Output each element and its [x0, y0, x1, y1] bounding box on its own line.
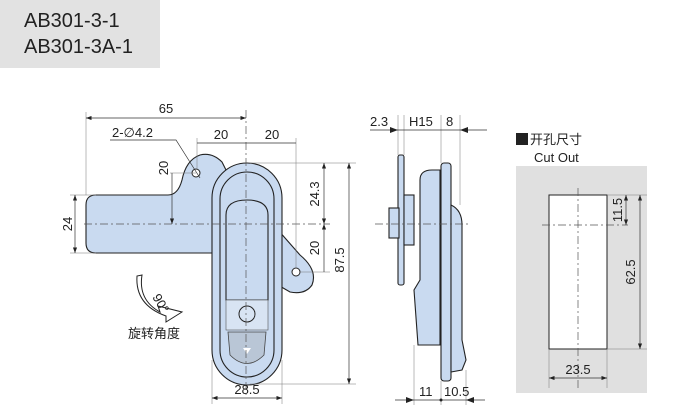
cutout-label-cn: 开孔尺寸 — [530, 132, 582, 147]
dim-bottom-right: 10.5 — [444, 384, 469, 399]
cutout-label-en: Cut Out — [534, 150, 579, 165]
cutout-diagram: 开孔尺寸 Cut Out 11.5 62.5 23.5 — [516, 132, 647, 393]
dim-depth: H15 — [409, 114, 433, 129]
cam-nut — [388, 207, 400, 239]
dim-body-width: 28.5 — [234, 382, 259, 397]
dim-front: 8 — [446, 114, 453, 129]
side-view: 2.3 H15 8 11 10.5 — [370, 114, 487, 405]
dim-cutout-height: 62.5 — [623, 259, 638, 284]
dim-hole-right: 20 — [265, 127, 279, 142]
handle-arm — [85, 153, 227, 254]
mount-hole-right — [291, 267, 301, 277]
front-view: 65 2-∅4.2 20 20 24 20 24.3 20 87.5 28.5 — [60, 101, 356, 404]
dim-hole-diameter: 2-∅4.2 — [112, 125, 153, 140]
dim-center-to-hole: 20 — [307, 241, 322, 255]
rotation-label: 旋转角度 — [128, 326, 180, 341]
dim-arm-height: 24 — [60, 217, 75, 231]
front-flange — [440, 162, 452, 382]
dim-top-to-center: 24.3 — [307, 181, 322, 206]
dim-cutout-width: 23.5 — [565, 362, 590, 377]
legend-square-icon — [516, 133, 528, 145]
dim-plate-thickness: 2.3 — [370, 114, 388, 129]
grip-pad — [227, 331, 267, 364]
model-title-box: AB301-3-1 AB301-3A-1 — [0, 0, 160, 68]
key-cylinder — [238, 305, 256, 323]
handle-lever — [225, 199, 269, 301]
dim-total-width: 65 — [159, 101, 173, 116]
dim-bottom-left: 11 — [419, 384, 433, 399]
cam-shaft — [403, 194, 415, 246]
dim-top-offset: 11.5 — [610, 198, 625, 222]
model-number-2: AB301-3A-1 — [24, 36, 133, 58]
dim-total-height: 87.5 — [332, 247, 347, 272]
dim-hole-left: 20 — [214, 127, 228, 142]
model-number-1: AB301-3-1 — [24, 10, 120, 32]
body-housing — [413, 169, 441, 346]
dim-hole-vertical: 20 — [156, 161, 171, 175]
handle-side — [450, 204, 467, 373]
rotation-arrow-icon — [136, 274, 184, 323]
